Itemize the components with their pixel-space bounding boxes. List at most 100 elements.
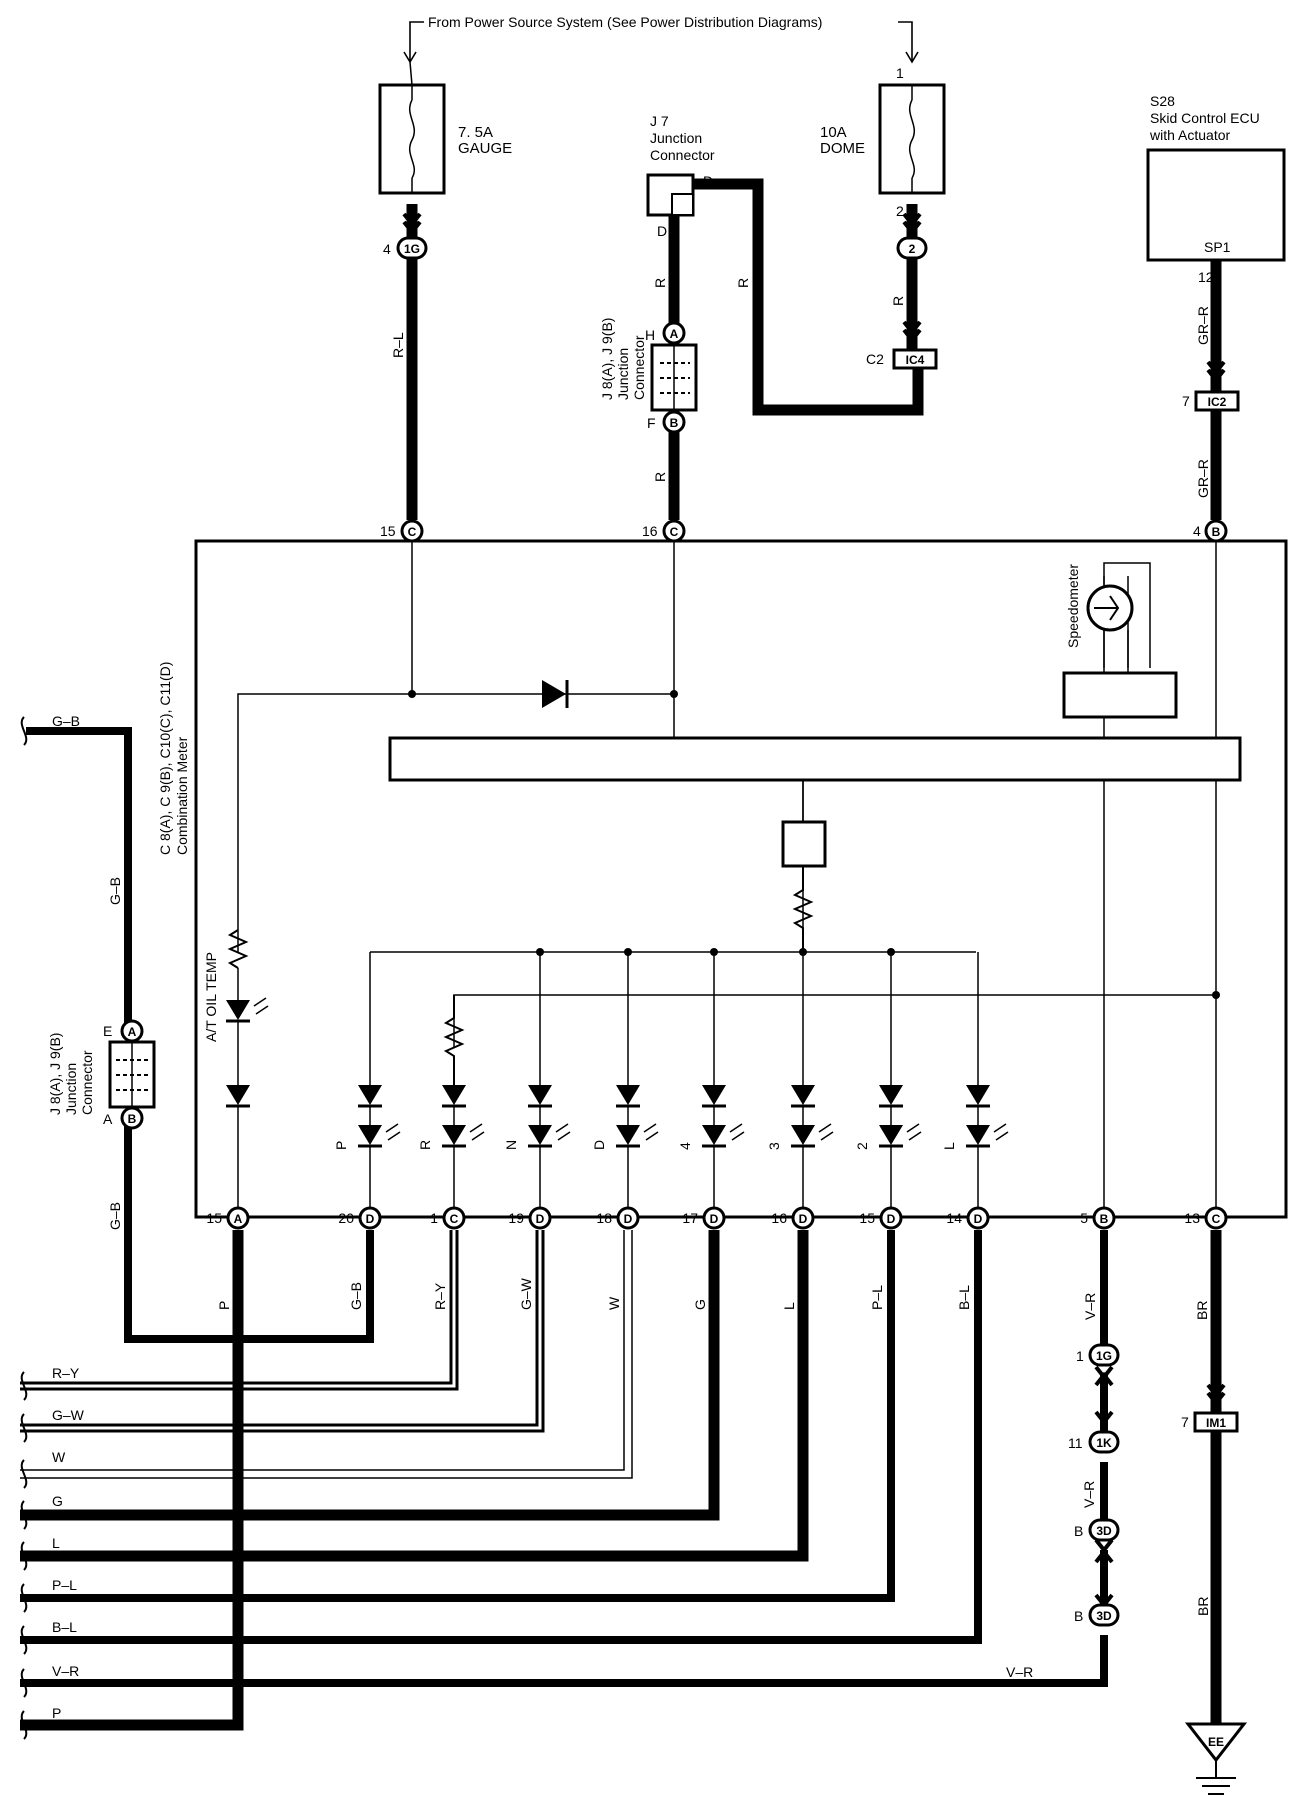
wire-label-left-low: G–B xyxy=(107,1202,123,1230)
oil-temp-led-icon xyxy=(226,997,269,1023)
j7-id: J 7 xyxy=(650,113,669,129)
shift-indicator-label: 3 xyxy=(766,1142,782,1150)
connector-1k: 1K 11 xyxy=(1068,1430,1120,1454)
j8-top-pin-h: H xyxy=(645,327,655,343)
harness-wire xyxy=(20,1230,625,1471)
bottom-pin-num: 1 xyxy=(430,1210,438,1226)
driver-box xyxy=(781,820,827,868)
shift-indicator: 3 xyxy=(766,948,834,1207)
meter-bottom-pin: D 17G xyxy=(682,1206,726,1310)
harness-wire xyxy=(20,1230,545,1433)
left-output-label: V–R xyxy=(52,1663,79,1679)
shift-indicator-label: L xyxy=(941,1142,957,1150)
j8-top-conn-a: A xyxy=(670,327,679,341)
bottom-pin-code: D xyxy=(887,1212,896,1226)
connector-3d-a-code: 3D xyxy=(1096,1524,1112,1538)
connector-im1-code: IM1 xyxy=(1206,1416,1226,1430)
power-source-note: From Power Source System (See Power Dist… xyxy=(428,14,822,30)
dome-fuse xyxy=(878,83,946,195)
connector-3d-a-pin: B xyxy=(1074,1523,1083,1539)
oil-temp-diode-icon xyxy=(226,1085,250,1108)
left-output-label: L xyxy=(52,1535,60,1551)
top-pin-code: C xyxy=(408,525,417,539)
harness-wire xyxy=(20,1230,982,1644)
harness-wire xyxy=(20,1230,244,1731)
junction-dot xyxy=(408,690,416,698)
diode-icon xyxy=(358,1085,382,1105)
j8-left-conn-a: A xyxy=(128,1025,137,1039)
meter-top-pin-c15: C 15 xyxy=(380,519,424,543)
wire-label-br-lower: BR xyxy=(1195,1597,1211,1616)
j8-left-name1: Junction xyxy=(63,1063,79,1115)
meter-id: C 8(A), C 9(B), C10(C), C11(D) xyxy=(157,662,173,855)
left-output-label: P–L xyxy=(52,1577,77,1593)
connector-3d-a: 3D B xyxy=(1074,1518,1120,1542)
shift-indicator: D xyxy=(591,948,659,1207)
bottom-wire-label: B–L xyxy=(956,1285,972,1310)
connector-3d-b: 3D B xyxy=(1074,1603,1120,1627)
led-icon xyxy=(791,1123,834,1148)
ground-label: EE xyxy=(1208,1735,1224,1749)
shift-indicator: 2 xyxy=(854,948,922,1207)
connector-ic4: IC4 C2 xyxy=(866,348,938,370)
bottom-wire-label: G–W xyxy=(518,1277,534,1310)
meter-internal-bus xyxy=(388,736,1242,782)
bottom-wire-label: G xyxy=(692,1299,708,1310)
top-pin-code: B xyxy=(1212,525,1221,539)
diode-icon xyxy=(879,1085,903,1105)
junction-dot xyxy=(710,948,718,956)
left-output-label: G–W xyxy=(52,1407,85,1423)
wire-label-gauge: R–L xyxy=(390,332,406,358)
wire-break-icon xyxy=(20,1710,28,1740)
harness-wire xyxy=(20,1230,809,1562)
shift-indicator-label: P xyxy=(333,1141,349,1150)
connector-3d-b-code: 3D xyxy=(1096,1609,1112,1623)
wire-label-left-vert: G–B xyxy=(107,877,123,905)
wire-label-dome: R xyxy=(890,296,906,306)
bottom-pin-num: 14 xyxy=(946,1210,962,1226)
fuse-element-icon xyxy=(409,99,415,179)
resistor-icon xyxy=(792,866,814,952)
j7-name1: Junction xyxy=(650,130,702,146)
left-output-label: B–L xyxy=(52,1619,77,1635)
wire-break-icon xyxy=(20,1500,28,1530)
junction-dot xyxy=(624,948,632,956)
diode-icon xyxy=(702,1085,726,1105)
led-icon xyxy=(966,1123,1009,1148)
wire-label-left-top: G–B xyxy=(52,713,80,729)
bottom-pin-code: C xyxy=(1212,1212,1221,1226)
bottom-pin-code: D xyxy=(710,1212,719,1226)
meter-name: Combination Meter xyxy=(174,736,190,855)
j8-left-conn-b: B xyxy=(128,1112,137,1126)
left-output-label: G xyxy=(52,1493,63,1509)
wire-label-j7-down: R xyxy=(652,278,668,288)
bottom-pin-code: B xyxy=(1100,1212,1109,1226)
speedometer-icon xyxy=(1086,584,1134,632)
junction-dot xyxy=(1212,991,1220,999)
meter-bottom-pin: C1R–Y xyxy=(430,1206,466,1310)
connector-2-code: 2 xyxy=(909,242,916,256)
top-pin-num: 16 xyxy=(642,523,658,539)
connector-im1 xyxy=(1193,1411,1239,1433)
connector-ic2-code: IC2 xyxy=(1208,395,1227,409)
wire-break-icon xyxy=(20,1583,28,1613)
shift-indicator-label: 4 xyxy=(677,1142,693,1150)
harness-wire xyxy=(20,1230,633,1479)
j7-junction-connector xyxy=(646,173,695,217)
j8-junction-connector-top: A B xyxy=(650,321,698,434)
wire-break-icon xyxy=(20,1541,28,1571)
wire-label-j8-down: R xyxy=(652,472,668,482)
j8-left-pin-a: A xyxy=(103,1111,113,1127)
diode-icon xyxy=(616,1085,640,1105)
wire-label-ecu-top: GR–R xyxy=(1195,306,1211,345)
bottom-pin-num: 17 xyxy=(682,1210,698,1226)
wire-break-icon xyxy=(20,716,28,746)
connector-ic4-code: IC4 xyxy=(906,353,925,367)
bottom-pin-code: D xyxy=(536,1212,545,1226)
wire-break-icon xyxy=(20,1625,28,1655)
bottom-pin-num: 5 xyxy=(1080,1210,1088,1226)
